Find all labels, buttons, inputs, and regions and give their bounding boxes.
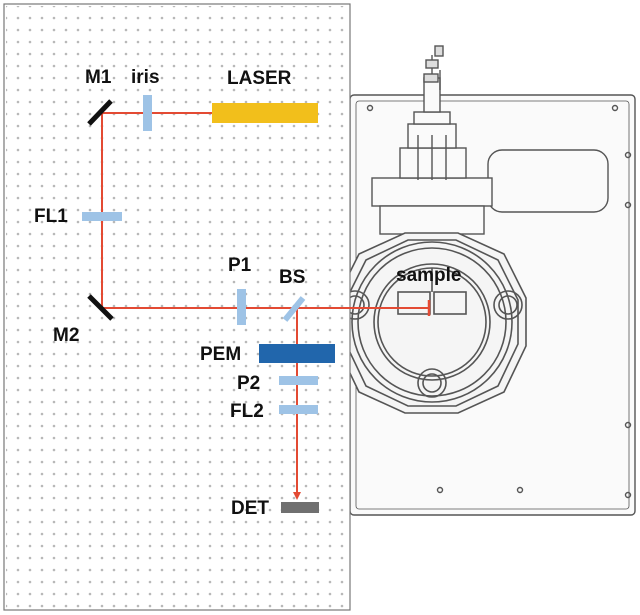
label-det: DET: [231, 498, 269, 519]
mirror-m1: [87, 99, 113, 126]
label-sample: sample: [396, 265, 462, 286]
photoelastic-modulator-pem: [259, 344, 335, 363]
label-iris: iris: [131, 67, 160, 88]
label-m2: M2: [53, 325, 80, 346]
laser-source: [212, 103, 318, 123]
chamber-body: [336, 232, 527, 414]
label-laser: LASER: [227, 68, 292, 89]
polarizer-p1: [237, 289, 246, 325]
beam-splitter-bs: [282, 296, 306, 322]
label-p2: P2: [237, 373, 261, 394]
chamber-top-port: [371, 45, 493, 235]
label-m1: M1: [85, 67, 112, 88]
label-bs: BS: [279, 267, 306, 288]
iris-aperture: [143, 95, 152, 131]
label-fl1: FL1: [34, 206, 68, 227]
laser-beam-path: [101, 112, 428, 500]
label-fl2: FL2: [230, 401, 264, 422]
polarizer-p2: [279, 376, 318, 385]
label-p1: P1: [228, 255, 252, 276]
mirror-m2: [87, 294, 114, 321]
detector-det: [281, 502, 319, 513]
focusing-lens-fl2: [279, 405, 318, 414]
label-pem: PEM: [200, 344, 242, 365]
focusing-lens-fl1: [82, 212, 122, 221]
